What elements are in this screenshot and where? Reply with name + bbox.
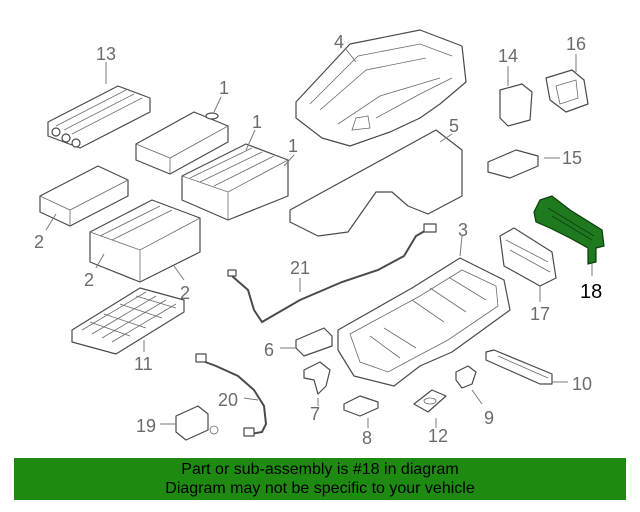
part-14-control-module <box>499 83 533 127</box>
callout-5: 5 <box>449 116 459 136</box>
part-9-bracket <box>455 365 477 389</box>
part-4-upper-cover <box>295 29 467 147</box>
callout-21: 21 <box>290 258 310 278</box>
callout-18: 18 <box>580 281 602 303</box>
part-21-wire-harness <box>227 223 437 324</box>
part-2-battery-module-a <box>39 165 129 227</box>
part-1-battery-module-a <box>135 111 229 175</box>
part-18-bracket-highlighted <box>533 195 605 265</box>
callout-2c: 2 <box>180 283 190 303</box>
callout-17: 17 <box>530 304 550 324</box>
callout-20: 20 <box>218 390 238 410</box>
callout-13: 13 <box>96 44 116 64</box>
callout-11: 11 <box>134 354 153 374</box>
part-11-tray <box>71 287 185 355</box>
part-7-bracket <box>303 361 331 395</box>
part-6-bracket <box>295 327 333 357</box>
callout-10: 10 <box>572 374 592 394</box>
callout-12: 12 <box>428 426 448 446</box>
callout-1b: 1 <box>252 112 262 132</box>
callout-9: 9 <box>484 408 494 428</box>
banner-line-1: Part or sub-assembly is #18 in diagram <box>181 461 459 478</box>
parts-diagram: 13 1 1 1 2 2 2 11 4 5 <box>34 29 605 448</box>
part-5-floor-mat <box>289 129 463 237</box>
callout-6: 6 <box>264 340 274 360</box>
part-17-junction-box <box>499 227 557 287</box>
callout-1a: 1 <box>219 78 229 98</box>
part-2-battery-module-b <box>89 199 201 283</box>
part-13-module-stack <box>47 85 151 149</box>
callout-19: 19 <box>136 416 156 436</box>
part-16-bracket <box>545 69 589 113</box>
callout-3: 3 <box>458 220 468 240</box>
callout-16: 16 <box>566 34 586 54</box>
callout-2b: 2 <box>84 270 94 290</box>
part-20-cable <box>195 353 268 437</box>
callout-14: 14 <box>498 46 518 66</box>
info-banner: Part or sub-assembly is #18 in diagram D… <box>14 458 626 500</box>
callout-2a: 2 <box>34 232 44 252</box>
part-1-battery-module-b <box>181 143 289 221</box>
part-8-clip <box>343 395 379 417</box>
part-3-battery-tray <box>337 257 511 387</box>
callout-4: 4 <box>334 32 344 52</box>
part-19-connector <box>175 405 219 441</box>
callout-1c: 1 <box>288 136 298 156</box>
callout-8: 8 <box>362 428 372 448</box>
callout-7: 7 <box>310 404 320 424</box>
banner-line-2: Diagram may not be specific to your vehi… <box>165 480 475 497</box>
part-12-grommet <box>413 389 447 413</box>
callout-15: 15 <box>562 148 582 168</box>
part-15-module <box>487 149 539 179</box>
part-10-rail <box>485 349 553 385</box>
